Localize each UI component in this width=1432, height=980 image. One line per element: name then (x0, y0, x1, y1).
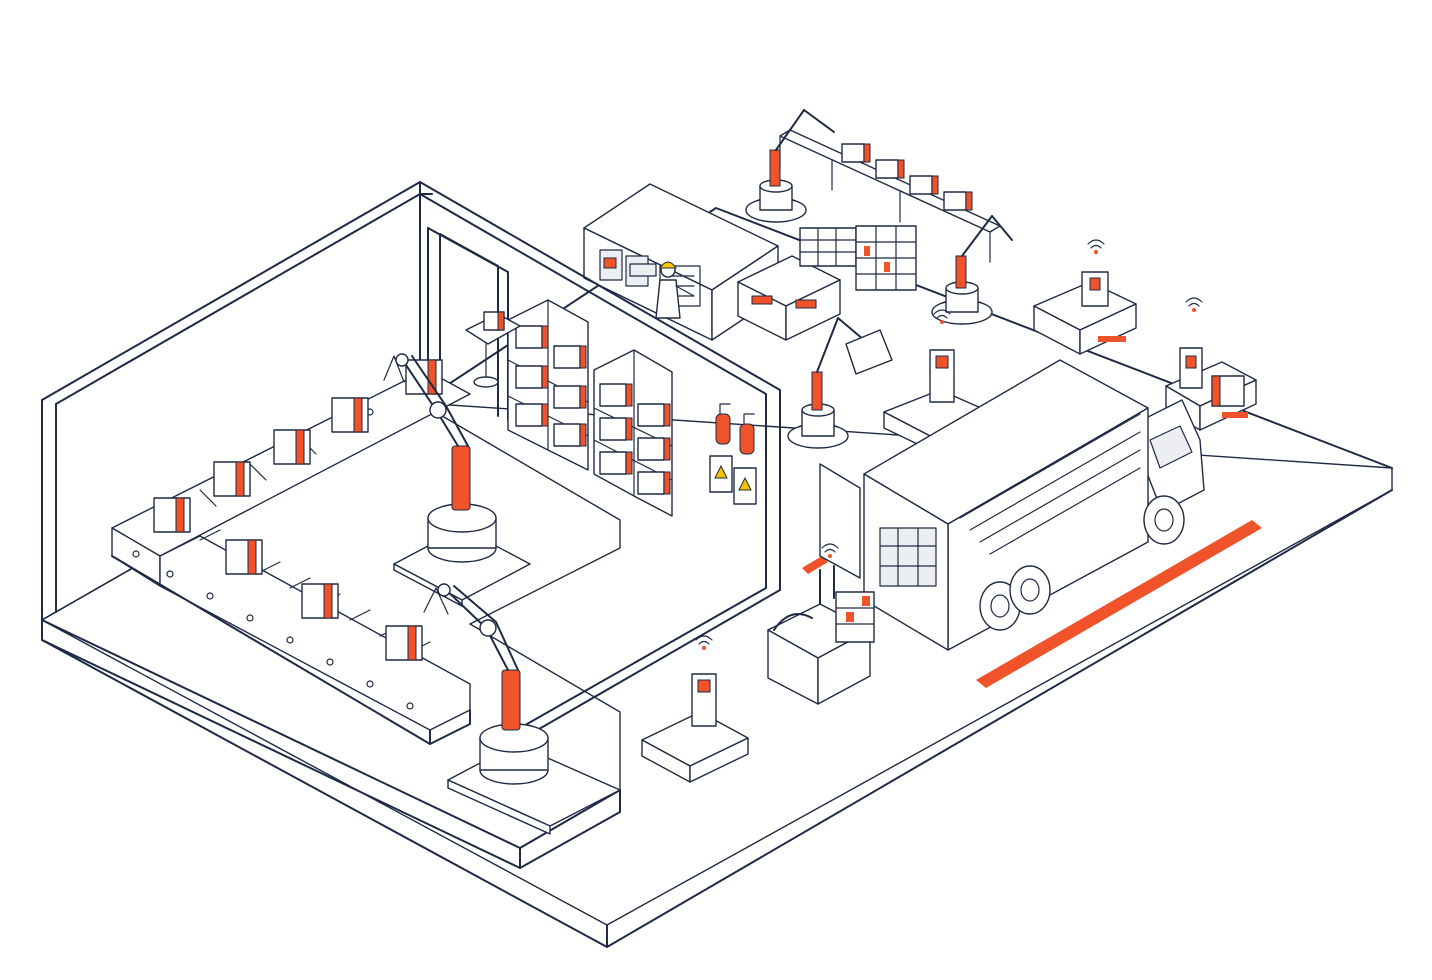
signal-icon-1 (1087, 239, 1105, 254)
engineer-worker (655, 261, 695, 319)
conveyor-boxes (153, 359, 443, 661)
autonomous-forklift (767, 543, 875, 705)
agv-robot-front (641, 635, 749, 783)
safety-equipment (709, 403, 757, 505)
door-conveyor (465, 311, 521, 388)
middle-robot-arm (787, 317, 893, 449)
storage-shelves (507, 299, 673, 517)
pallet-stacks (799, 225, 917, 291)
shelf-boxes (515, 325, 671, 495)
truck-wheels (979, 495, 1185, 631)
back-robot-arm-right (931, 215, 1013, 325)
trailer-ribs (959, 413, 1141, 555)
high-voltage-warning-icon (709, 455, 757, 505)
delivery-truck (819, 359, 1205, 651)
robot-arm-lower (423, 583, 621, 835)
fire-extinguisher-icon (715, 403, 755, 455)
control-room (583, 183, 841, 341)
back-assembly-line (745, 109, 1013, 325)
loading-zone-markings (802, 520, 1262, 688)
robot-arm-upper (383, 353, 531, 607)
l-shaped-conveyor (111, 359, 471, 745)
signal-icon-2 (1185, 297, 1203, 312)
signal-icon-3 (933, 309, 951, 324)
back-robot-arm-left (745, 109, 835, 223)
truck-cargo-boxes (879, 527, 937, 587)
back-line-boxes (841, 143, 973, 211)
agv-robot-back-right (1033, 239, 1137, 355)
signal-icon-4 (821, 543, 839, 558)
